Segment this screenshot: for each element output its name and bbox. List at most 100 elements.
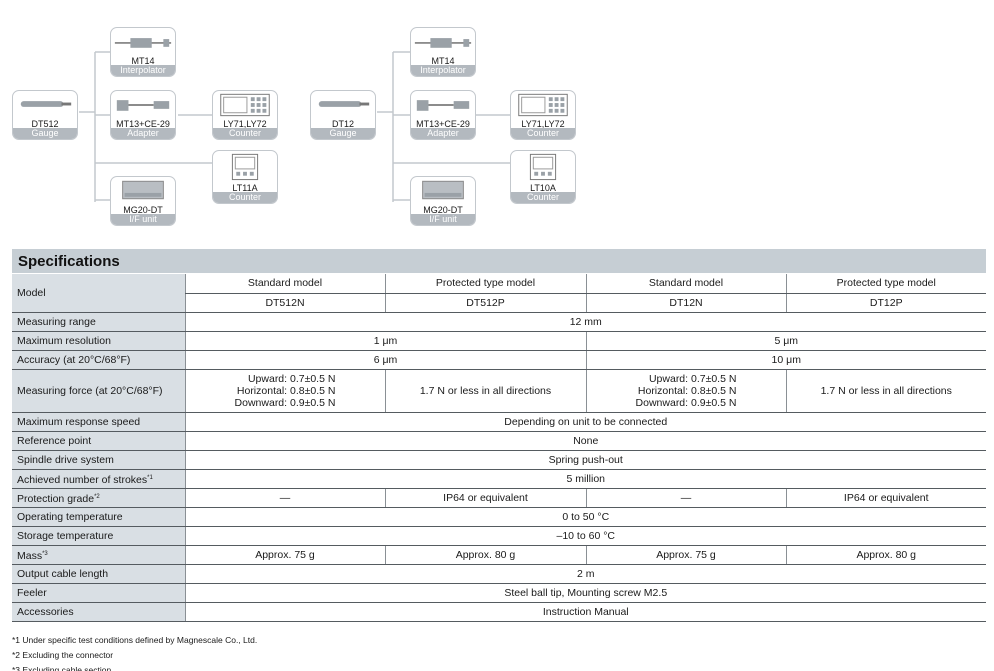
value-cell: — — [184, 488, 385, 508]
adapter-category: Adapter — [111, 128, 175, 139]
force-line: Horizontal: 0.8±0.5 N — [637, 384, 737, 397]
value-cell: Instruction Manual — [184, 602, 986, 622]
value-cell: Spring push-out — [184, 450, 986, 470]
adapter-icon — [111, 91, 175, 118]
model-type-cell: Standard model — [585, 274, 786, 294]
table-row: Output cable length 2 m — [12, 564, 986, 584]
row-label: Protection grade*2 — [12, 488, 185, 508]
table-row: Maximum response speed Depending on unit… — [12, 412, 986, 432]
table-row: Accuracy (at 20°C/68°F) 6 μm 10 μm — [12, 350, 986, 370]
adapter-icon — [411, 91, 475, 118]
interpolator-name: MT14 — [431, 56, 455, 66]
value-cell: Steel ball tip, Mounting screw M2.5 — [184, 583, 986, 603]
table-row: Feeler Steel ball tip, Mounting screw M2… — [12, 583, 986, 603]
specifications-title: Specifications — [12, 249, 986, 273]
table-row: Spindle drive system Spring push-out — [12, 450, 986, 470]
value-cell: Upward: 0.7±0.5 N Horizontal: 0.8±0.5 N … — [184, 369, 385, 413]
row-label: Reference point — [12, 431, 185, 451]
connection-lines — [79, 51, 510, 202]
value-cell: 10 μm — [585, 350, 986, 370]
value-cell: — — [585, 488, 786, 508]
iface-name: MG20-DT — [423, 205, 463, 215]
model-type-cell: Standard model — [184, 274, 385, 294]
counter-box-lt11a: LT11A Counter — [212, 150, 278, 204]
interpolator-category: Interpolator — [111, 65, 175, 76]
row-label: Accuracy (at 20°C/68°F) — [12, 350, 185, 370]
iface-unit-icon — [411, 177, 475, 204]
footnote-ref: *1 — [147, 474, 153, 481]
table-row: Accessories Instruction Manual — [12, 602, 986, 622]
row-label-text: Protection grade — [17, 492, 95, 505]
adapter-box-right: MT13+CE-29 Adapter — [410, 90, 476, 140]
model-name-cell: DT512N — [184, 293, 385, 313]
value-cell: Approx. 80 g — [785, 545, 986, 565]
interpolator-category: Interpolator — [411, 65, 475, 76]
model-type-cell: Protected type model — [785, 274, 986, 294]
value-cell: 1 μm — [184, 331, 586, 351]
row-label: Achieved number of strokes*1 — [12, 469, 185, 489]
table-row: DT512N DT512P DT12N DT12P — [12, 293, 986, 313]
value-cell: Approx. 80 g — [384, 545, 586, 565]
row-label: Maximum resolution — [12, 331, 185, 351]
interpolator-icon — [111, 28, 175, 55]
value-cell: None — [184, 431, 986, 451]
interpolator-icon — [411, 28, 475, 55]
adapter-category: Adapter — [411, 128, 475, 139]
force-line: Downward: 0.9±0.5 N — [635, 396, 737, 409]
row-label: Model — [12, 274, 185, 313]
gauge-box-dt12: DT12 Gauge — [310, 90, 376, 140]
table-row: Mass*3 Approx. 75 g Approx. 80 g Approx.… — [12, 545, 986, 565]
counter-name: LT11A — [232, 183, 258, 193]
gauge-category: Gauge — [311, 128, 375, 139]
counter-name: LY71,LY72 — [521, 119, 565, 129]
interpolator-name: MT14 — [131, 56, 155, 66]
table-row: Measuring force (at 20°C/68°F) Upward: 0… — [12, 369, 986, 413]
iface-category: I/F unit — [111, 214, 175, 225]
iface-box-right: MG20-DT I/F unit — [410, 176, 476, 226]
model-name-cell: DT12P — [785, 293, 986, 313]
value-cell: –10 to 60 °C — [184, 526, 986, 546]
row-label: Mass*3 — [12, 545, 185, 565]
table-row: Achieved number of strokes*1 5 million — [12, 469, 986, 489]
value-cell: 2 m — [184, 564, 986, 584]
value-cell: Upward: 0.7±0.5 N Horizontal: 0.8±0.5 N … — [585, 369, 786, 413]
counter-name: LT10A — [530, 183, 556, 193]
counter-box-ly71-right: LY71,LY72 Counter — [510, 90, 576, 140]
row-label: Measuring force (at 20°C/68°F) — [12, 369, 185, 413]
row-label: Feeler — [12, 583, 185, 603]
row-label: Operating temperature — [12, 507, 185, 527]
footnotes: *1 Under specific test conditions define… — [12, 633, 257, 671]
counter-box-lt10a: LT10A Counter — [510, 150, 576, 204]
force-line: Downward: 0.9±0.5 N — [234, 396, 336, 409]
iface-name: MG20-DT — [123, 205, 163, 215]
footnote-ref: *3 — [42, 550, 48, 557]
model-name-cell: DT512P — [384, 293, 586, 313]
gauge-name: DT512 — [31, 119, 59, 129]
counter-category: Counter — [511, 128, 575, 139]
counter-icon — [213, 91, 277, 118]
table-row: Model Standard model Protected type mode… — [12, 274, 986, 313]
table-row: Maximum resolution 1 μm 5 μm — [12, 331, 986, 351]
adapter-name: MT13+CE-29 — [416, 119, 470, 129]
force-line: Upward: 0.7±0.5 N — [648, 372, 737, 385]
counter-category: Counter — [511, 192, 575, 203]
footnote: *2 Excluding the connector — [12, 650, 114, 660]
counter-category: Counter — [213, 128, 277, 139]
model-type-cell: Protected type model — [384, 274, 586, 294]
value-cell: 0 to 50 °C — [184, 507, 986, 527]
iface-unit-icon — [111, 177, 175, 204]
counter-small-icon — [511, 151, 575, 181]
adapter-box-left: MT13+CE-29 Adapter — [110, 90, 176, 140]
value-cell: Approx. 75 g — [184, 545, 385, 565]
value-cell: Depending on unit to be connected — [184, 412, 986, 432]
row-label-text: Mass — [17, 549, 43, 562]
value-cell: IP64 or equivalent — [785, 488, 986, 508]
row-label: Storage temperature — [12, 526, 185, 546]
iface-box-left: MG20-DT I/F unit — [110, 176, 176, 226]
value-cell: 5 μm — [585, 331, 986, 351]
gauge-box-dt512: DT512 Gauge — [12, 90, 78, 140]
table-row: Measuring range 12 mm — [12, 312, 986, 332]
counter-small-icon — [213, 151, 277, 181]
footnote: *3 Excluding cable section — [12, 665, 112, 671]
row-label-text: Achieved number of strokes — [17, 473, 148, 486]
